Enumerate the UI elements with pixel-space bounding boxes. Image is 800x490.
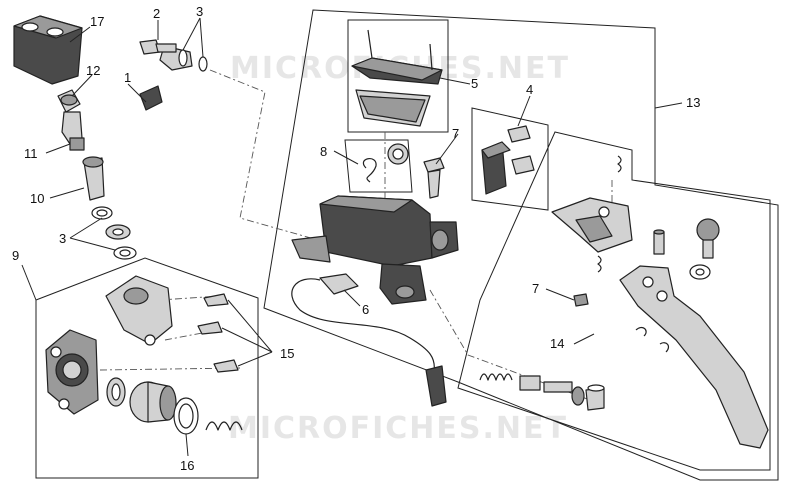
slave-seal-ring-part: [106, 377, 126, 407]
assembly-line-hose: [209, 69, 319, 241]
group-frame-8: [344, 139, 413, 193]
banjo-bolt-part: [139, 39, 177, 55]
sealing-washer-bottom: [113, 246, 137, 260]
callout-15: 15: [280, 346, 294, 361]
callout-9: 9: [12, 248, 19, 263]
callout-7-upper: 7: [452, 126, 459, 141]
reservoir-clip-part: [363, 143, 409, 183]
leader-lines: [21, 17, 683, 457]
callout-2: 2: [153, 6, 160, 21]
callout-13: 13: [686, 95, 700, 110]
lever-pivot-part: [653, 229, 665, 255]
group-frame-5: [347, 19, 449, 133]
clutch-hose-part: [105, 45, 193, 240]
callout-16: 16: [180, 458, 194, 473]
group-frame-4: [471, 107, 549, 211]
clutch-lever-part: [619, 265, 769, 449]
callout-12: 12: [86, 63, 100, 78]
rubber-boot-part: [13, 15, 83, 85]
callout-3-bottom: 3: [59, 231, 66, 246]
reservoir-cover-part: [351, 29, 443, 127]
slave-cylinder-body-part: [45, 329, 99, 415]
adjuster-spring-part: [617, 155, 622, 173]
callout-labels: 17 2 3 12 1 11 10 3 9 5 4 7 8 6 13 7 14 …: [12, 4, 700, 473]
pivot-screw-upper: [423, 157, 445, 199]
callout-7-lower: 7: [532, 281, 539, 296]
callout-11: 11: [24, 146, 38, 161]
adjuster-knob-part: [689, 218, 720, 280]
callout-4: 4: [526, 82, 533, 97]
callout-17: 17: [90, 14, 104, 29]
callout-5: 5: [471, 76, 478, 91]
master-piston-kit-part: [479, 373, 605, 411]
group-frame-9: [35, 257, 259, 479]
pivot-nut-part: [573, 293, 589, 307]
callout-1: 1: [124, 70, 131, 85]
callout-10: 10: [30, 191, 44, 206]
group-frame-13: [263, 9, 779, 481]
group-frame-14: [457, 131, 771, 471]
master-cylinder-body-part: [291, 195, 459, 305]
slave-cylinder-cover-part: [105, 275, 173, 346]
union-fitting-part: [82, 156, 105, 201]
slave-screws-part: [197, 293, 239, 373]
slave-piston-part: [129, 381, 177, 423]
callout-6: 6: [362, 302, 369, 317]
bleed-cap-part: [57, 89, 81, 113]
assembly-line-slave-2: [164, 329, 219, 341]
sealing-washer-lower: [91, 206, 113, 220]
handlebar-clamp-part: [481, 125, 535, 195]
slave-o-ring-part: [173, 397, 199, 435]
bleed-screw-part: [61, 111, 85, 151]
callout-3-top: 3: [196, 4, 203, 19]
watermark-bottom: MICROFICHES.NET: [228, 411, 568, 446]
callout-14: 14: [550, 336, 564, 351]
lever-bracket-part: [551, 197, 633, 273]
clutch-switch-part: [291, 273, 447, 407]
slave-spring-part: [205, 421, 243, 431]
callout-8: 8: [320, 144, 327, 159]
